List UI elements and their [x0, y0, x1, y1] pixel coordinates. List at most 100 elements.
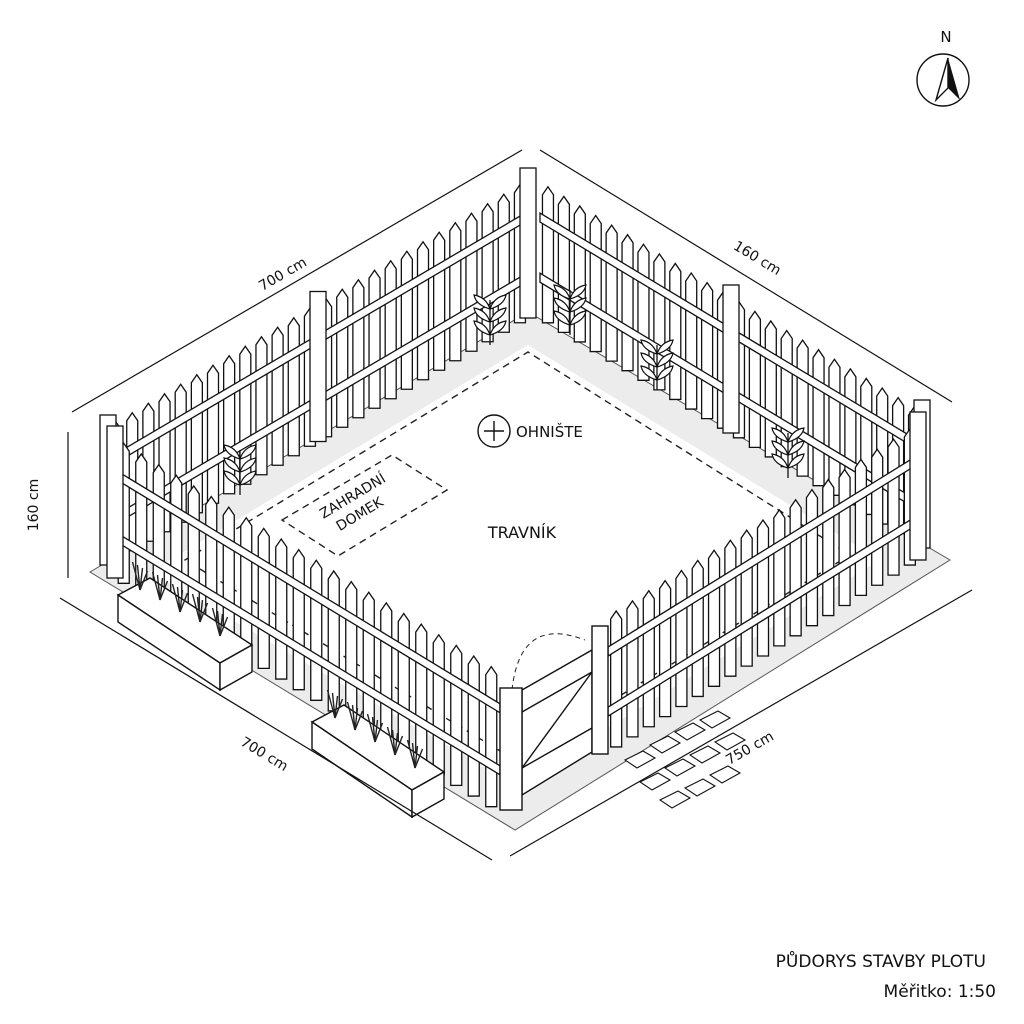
picket — [327, 569, 340, 712]
dimension-lines — [59, 149, 973, 861]
planter-plant — [346, 701, 356, 731]
drawing-title: PŮDORYS STAVBY PLOTU — [775, 952, 986, 972]
planter-plant — [139, 567, 144, 591]
compass-north-label: N — [940, 28, 951, 46]
picket — [362, 591, 375, 733]
dim-front-left: 700 cm — [237, 734, 290, 775]
leaf — [473, 307, 491, 323]
planter-plant — [351, 704, 356, 731]
planter-plant — [159, 577, 164, 601]
leaf — [223, 444, 241, 460]
planter-plant — [171, 583, 181, 613]
label-fire-pit: OHNIŠTE — [516, 422, 583, 441]
picket — [605, 223, 618, 362]
leaf — [553, 297, 571, 313]
picket — [675, 569, 688, 708]
picket — [400, 250, 413, 390]
picket — [724, 539, 737, 677]
planter-plant — [179, 592, 189, 613]
picket — [465, 212, 478, 352]
stepping-stone — [708, 765, 742, 784]
stepping-stone — [698, 710, 732, 729]
dim-height: 160 cm — [26, 479, 42, 532]
picket — [271, 326, 284, 466]
planter-plant — [219, 613, 224, 637]
picket — [685, 271, 698, 410]
stepping-stone — [648, 735, 682, 754]
planter-plant — [394, 735, 404, 756]
picket — [828, 358, 841, 496]
picket — [222, 505, 235, 648]
leaf — [771, 440, 789, 456]
leaf — [239, 457, 257, 473]
planter-plant — [371, 716, 376, 743]
stepping-stones — [623, 710, 747, 809]
planter-plant — [216, 610, 221, 637]
picket — [669, 262, 682, 401]
stepping-stone — [663, 758, 697, 777]
leaf — [553, 284, 571, 300]
picket — [773, 508, 786, 647]
post — [519, 167, 537, 319]
picket — [658, 579, 672, 718]
picket — [368, 269, 381, 409]
stepping-stone — [623, 750, 657, 769]
picket — [541, 185, 555, 324]
leaf — [569, 297, 587, 313]
picket — [287, 316, 300, 457]
picket — [707, 549, 721, 687]
leaf — [787, 453, 805, 469]
planter-plant — [219, 616, 229, 637]
picket — [740, 528, 753, 667]
picket — [812, 348, 825, 487]
planter-plant — [156, 574, 161, 601]
leaf — [489, 294, 507, 310]
picket — [642, 589, 655, 728]
picket — [485, 665, 498, 808]
leaf — [239, 444, 257, 460]
leaf — [473, 294, 491, 310]
stepping-stone — [673, 722, 707, 741]
planter-plant — [334, 695, 339, 719]
planter-plant — [199, 602, 209, 623]
planter-plant — [354, 707, 359, 731]
leaf — [787, 427, 805, 443]
planter-plants — [131, 561, 424, 769]
picket — [467, 654, 480, 797]
fire-pit-icon — [477, 414, 511, 448]
picket — [255, 335, 268, 476]
picket — [384, 259, 397, 400]
planter-plant — [414, 745, 419, 769]
picket — [854, 458, 868, 597]
picket — [589, 214, 602, 353]
planter-plant — [406, 739, 416, 769]
drawing-scale: Měřitko: 1:50 — [883, 982, 996, 1002]
planter-plant — [326, 689, 336, 719]
stepping-stone — [713, 732, 747, 751]
stepping-stone — [638, 772, 672, 791]
post — [722, 284, 740, 434]
picket — [764, 319, 777, 458]
leaf — [771, 427, 789, 443]
leaf — [223, 457, 241, 473]
planter-plant — [159, 580, 169, 601]
picket — [653, 252, 666, 391]
picket — [240, 516, 253, 659]
picket — [275, 537, 288, 680]
picket — [805, 488, 819, 627]
picket — [626, 599, 639, 738]
picket — [871, 448, 884, 586]
north-arrow-icon — [916, 53, 970, 107]
shed-outline — [280, 454, 449, 557]
leaf — [771, 453, 789, 469]
leaf — [640, 339, 658, 355]
planter-plant — [211, 607, 221, 637]
post — [106, 425, 124, 579]
picket — [700, 281, 714, 420]
picket — [292, 548, 305, 691]
planter-plant — [374, 722, 384, 743]
planter-plant — [411, 742, 416, 769]
planter-plant — [394, 732, 399, 756]
leaf — [656, 365, 674, 381]
stepping-stone — [688, 745, 722, 764]
